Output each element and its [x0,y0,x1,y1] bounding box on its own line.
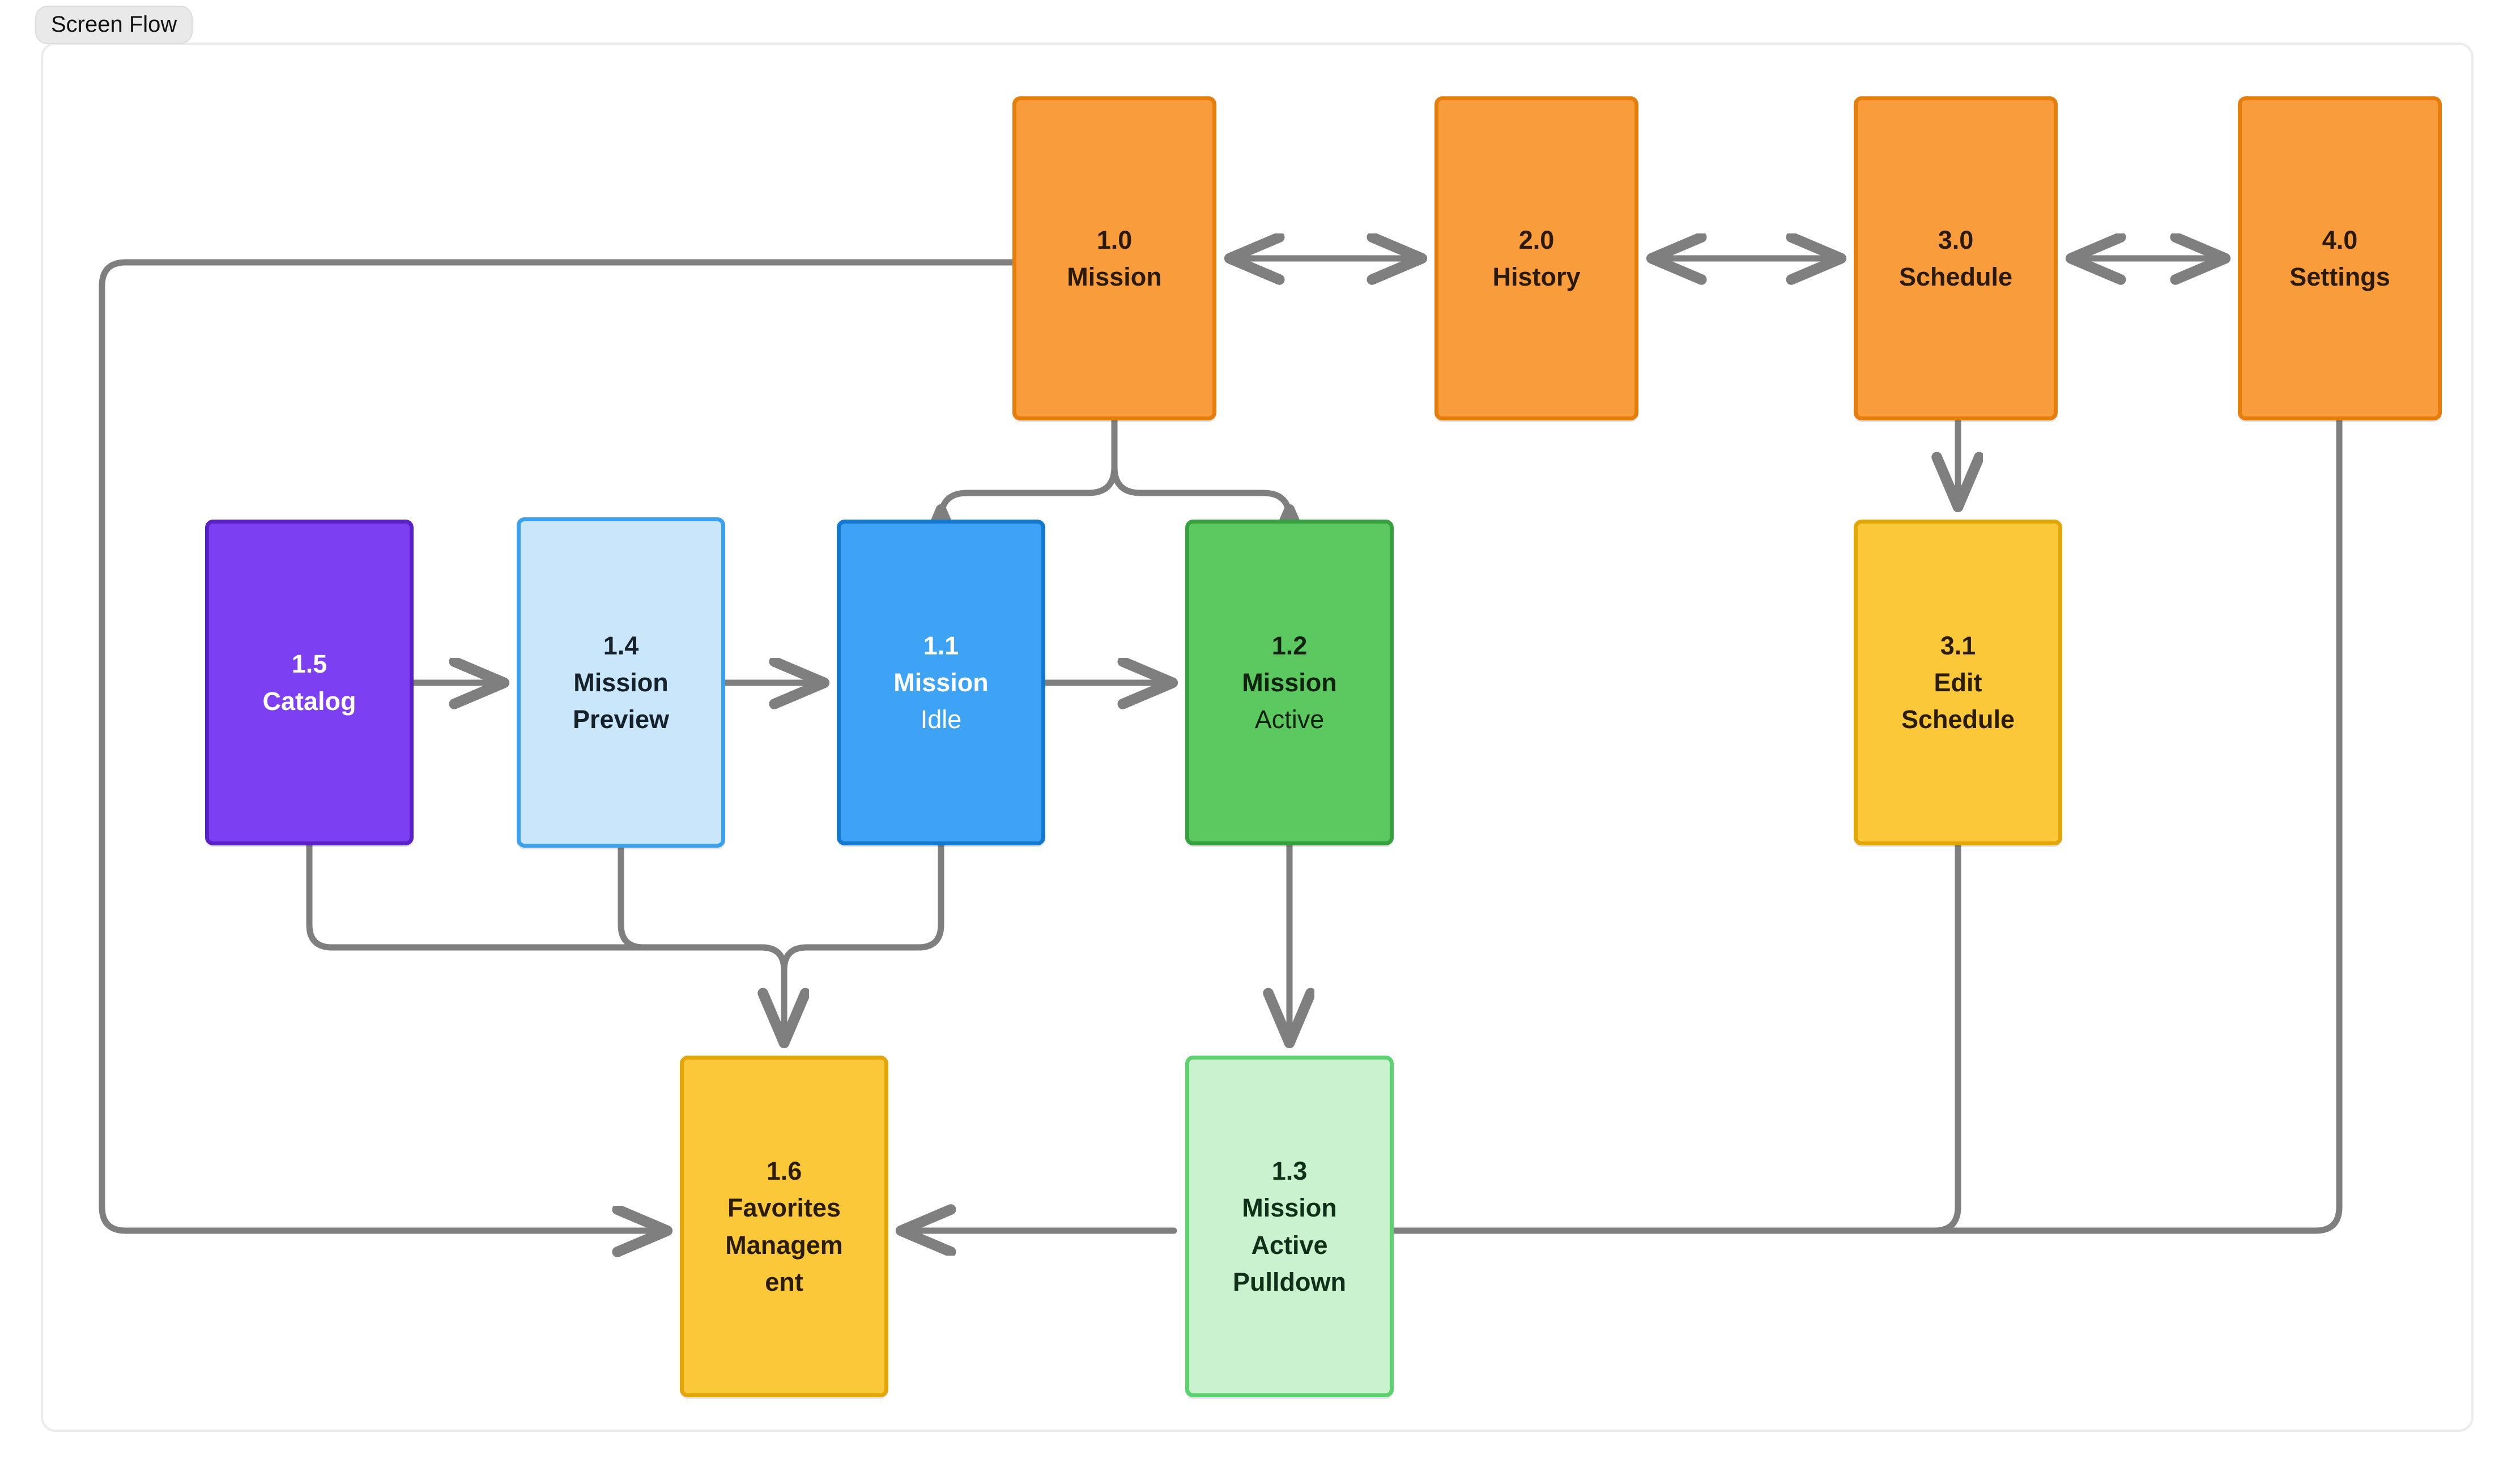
flow-node-number: 4.0 [2322,225,2358,254]
flow-node-label: Edit [1934,667,1982,697]
flow-node-label: ent [765,1267,803,1296]
flow-node-number: 2.0 [1518,225,1555,254]
flow-node-label: Managem [725,1230,843,1260]
flow-node-label: Mission [1067,262,1162,291]
flow-node-label: History [1492,262,1581,291]
flow-node-label: Schedule [1901,705,2015,734]
flow-node-number: 1.6 [766,1156,802,1185]
flow-node-number: 1.0 [1096,225,1133,254]
diagram-title-badge: Screen Flow [35,6,193,44]
flow-node-number: 1.1 [923,631,959,660]
flow-node-sublabel: Active [1254,705,1325,734]
flow-node-label: Mission [1242,1193,1337,1223]
flow-node-number: 1.3 [1271,1156,1308,1185]
flow-node-number: 3.0 [1938,225,1974,254]
flow-node-number: 1.2 [1271,631,1308,660]
flow-node-sublabel: Idle [920,705,962,734]
flow-node-label: Active [1251,1230,1328,1260]
flow-node-number: 1.5 [291,649,327,679]
flow-node-label: Mission [573,667,669,697]
flow-node-label: Pulldown [1233,1267,1346,1296]
flow-node-label: Catalog [262,686,356,716]
flow-node-label: Favorites [727,1193,841,1223]
flow-node-label: Schedule [1898,262,2013,291]
flow-node-label: Preview [572,705,670,734]
flow-node-number: 1.4 [603,631,639,660]
flow-node-label: Settings [2289,262,2390,291]
flow-node-label: Mission [893,667,989,697]
flow-node-number: 3.1 [1940,631,1976,660]
flow-node-label: Mission [1242,667,1337,697]
